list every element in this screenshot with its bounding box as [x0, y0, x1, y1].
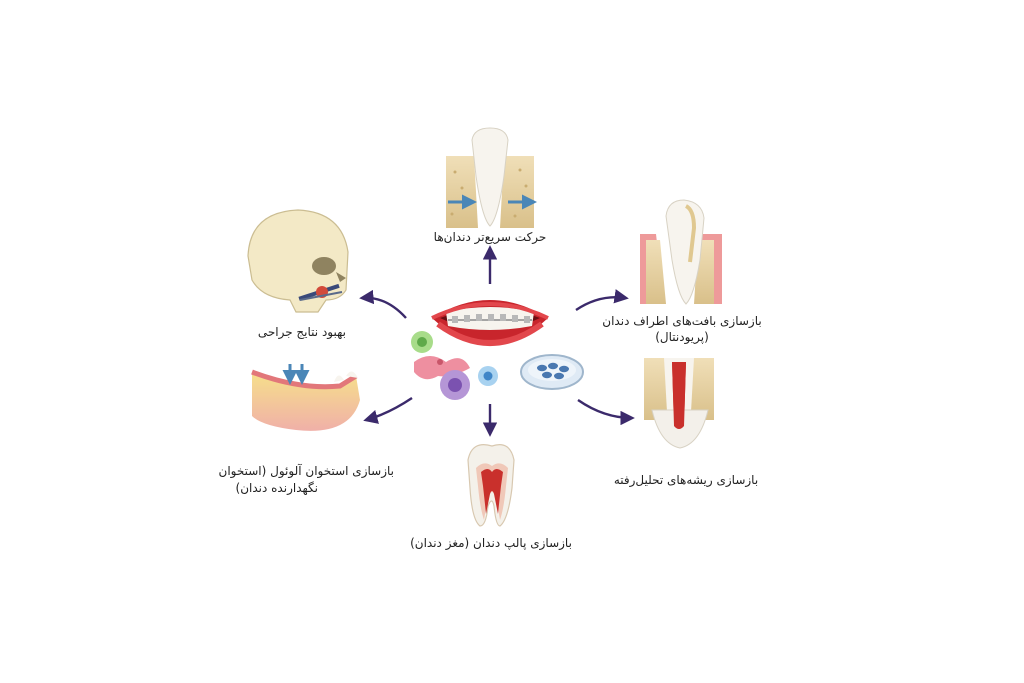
label-pulp-regeneration: بازسازی پالپ دندان (مغز دندان) — [410, 536, 572, 550]
arrow-left-top — [359, 289, 407, 319]
arrow-right-bottom — [577, 399, 635, 426]
label-periodontal-line1: بازسازی بافت‌های اطراف دندان — [602, 314, 762, 328]
periodontal-tooth-icon — [640, 199, 722, 305]
label-faster-tooth-movement: حرکت سریع‌تر دندان‌ها — [433, 230, 547, 244]
jaw-bone-icon — [251, 364, 360, 431]
arrow-right-top — [575, 289, 629, 311]
label-root-regeneration: بازسازی ریشه‌های تحلیل‌رفته — [613, 473, 759, 487]
label-alveolar-line2: نگهدارنده دندان) — [235, 481, 318, 495]
tooth-in-bone-icon — [446, 127, 537, 228]
stem-cells-icon — [411, 331, 498, 400]
arrow-left-bottom — [363, 397, 413, 424]
skull-icon — [247, 209, 349, 313]
petri-dish-icon — [520, 354, 584, 390]
label-surgery-outcomes: بهبود نتایج جراحی — [257, 325, 346, 339]
pulp-tooth-icon — [467, 444, 515, 527]
smile-braces-icon — [431, 300, 549, 346]
label-alveolar-line1: بازسازی استخوان آلوئول (استخوان — [218, 464, 394, 478]
arrows — [359, 245, 635, 437]
root-regeneration-icon — [644, 358, 714, 449]
label-periodontal-line2: (پریودنتال) — [655, 330, 709, 344]
